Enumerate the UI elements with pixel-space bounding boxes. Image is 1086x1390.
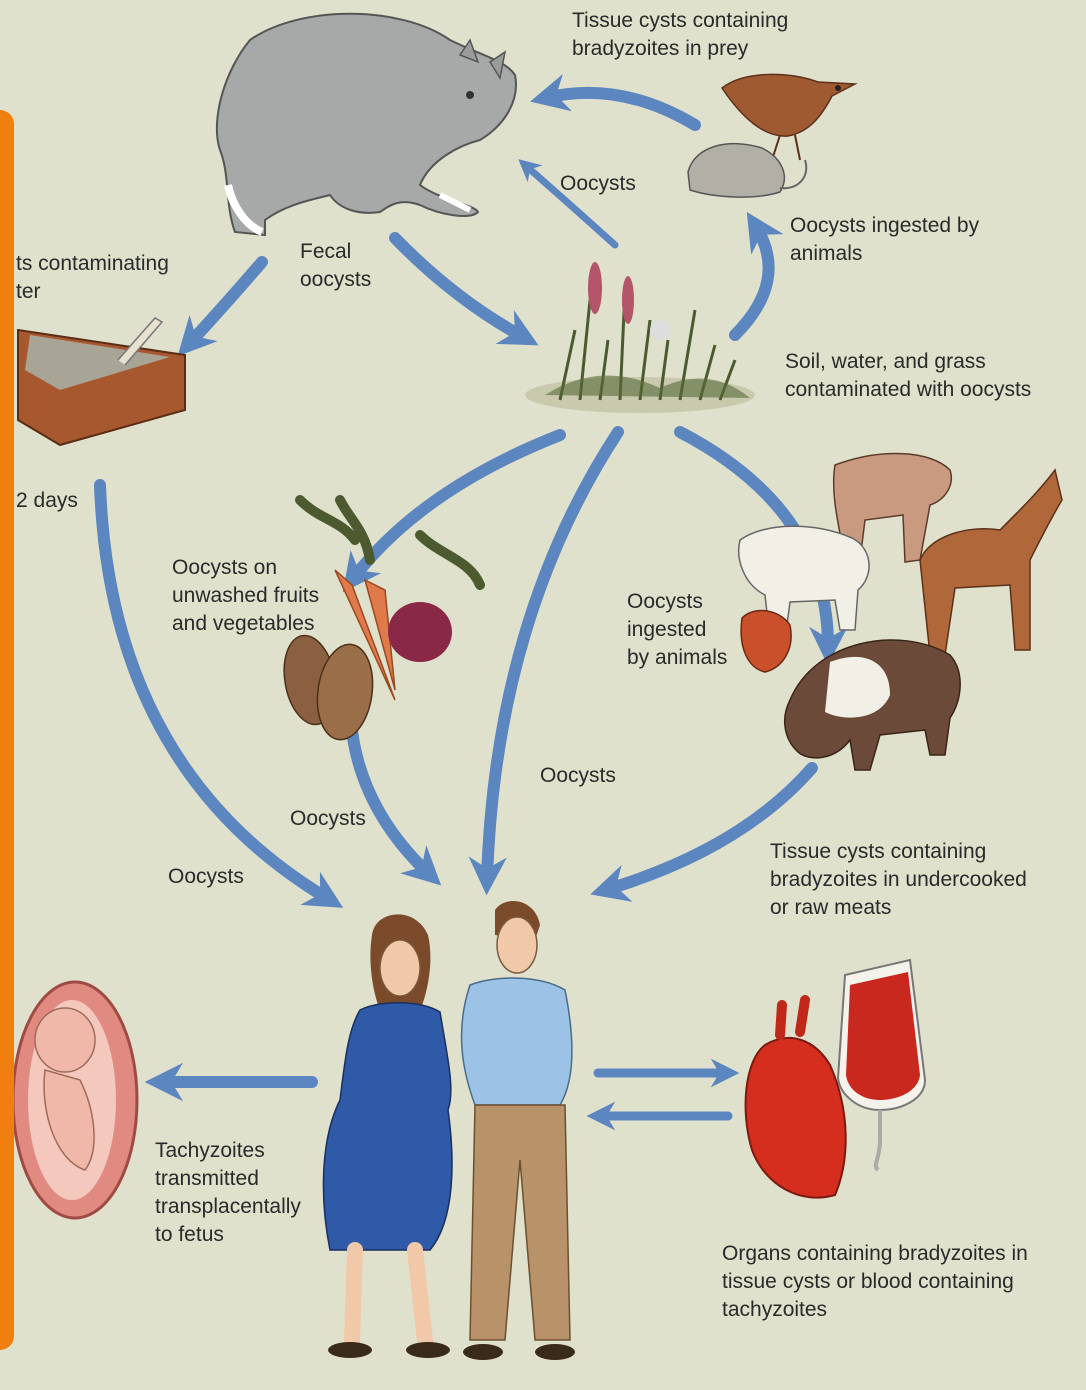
label-soil-water-grass: Soil, water, and grass contaminated with… — [785, 350, 1031, 401]
label-unwashed-fruits: Oocysts on unwashed fruits and vegetable… — [172, 556, 325, 635]
label-oocysts-ingested-middle: Oocysts ingested by animals — [627, 590, 727, 669]
livestock-icon — [739, 454, 1062, 770]
orange-side-panel — [0, 110, 14, 1350]
cat-icon — [217, 14, 516, 235]
label-tissue-cysts-meat: Tissue cysts containing bradyzoites in u… — [770, 840, 1033, 919]
label-two-days: 2 days — [16, 489, 78, 512]
pregnant-woman-icon — [323, 914, 452, 1358]
grass-icon — [525, 262, 755, 413]
arrow-cat-to-grass — [395, 238, 525, 338]
arrow-grass-to-prey — [735, 225, 769, 335]
label-organs-blood: Organs containing bradyzoites in tissue … — [722, 1242, 1034, 1321]
label-oocysts-left: Oocysts — [168, 865, 244, 888]
fetus-icon — [13, 982, 137, 1218]
label-oocysts-middle-left: Oocysts — [290, 807, 366, 830]
label-fecal-oocysts: Fecal oocysts — [300, 240, 371, 291]
heart-icon — [746, 1000, 846, 1198]
label-tissue-cysts-prey: Tissue cysts containing bradyzoites in p… — [572, 9, 794, 60]
man-icon — [462, 901, 575, 1360]
blood-bag-icon — [838, 960, 925, 1170]
litter-box-icon — [18, 318, 185, 445]
arrow-prey-to-cat — [545, 93, 695, 125]
label-oocysts-ingested-top: Oocysts ingested by animals — [790, 214, 985, 265]
label-oocysts-center: Oocysts — [540, 764, 616, 787]
arrow-vegetables-to-humans — [350, 700, 430, 875]
label-litter-contaminating: ts contaminating ter — [16, 252, 175, 303]
label-tachyzoites-fetus: Tachyzoites transmitted transplacentally… — [155, 1139, 307, 1246]
arrow-cat-to-litter — [188, 262, 262, 345]
arrow-grass-to-humans-center — [487, 432, 618, 880]
mouse-icon — [688, 144, 806, 197]
label-oocysts-top: Oocysts — [560, 172, 636, 195]
